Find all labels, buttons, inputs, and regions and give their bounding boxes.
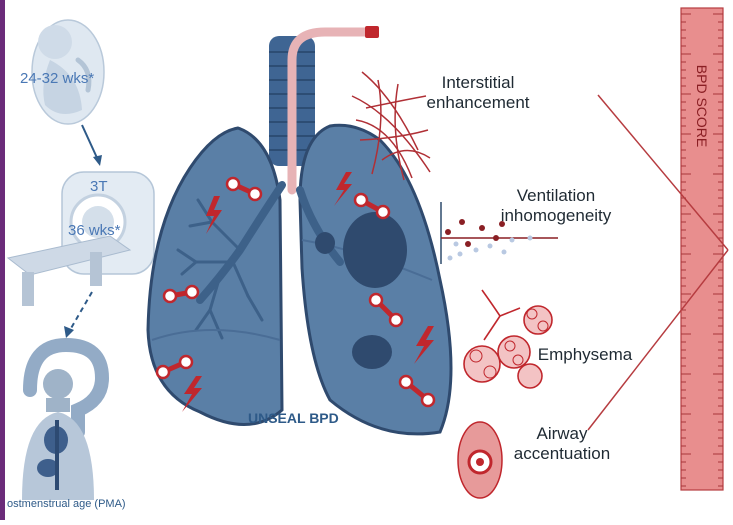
lung-icon <box>148 26 451 434</box>
dashed-arrow-head <box>64 326 74 338</box>
feature-ventilation-line2: inhomogeneity <box>496 206 616 226</box>
unseal-bpd-title: UNSEAL BPD <box>248 410 339 426</box>
feature-airway-label: Airway accentuation <box>512 424 612 464</box>
airway-accentuation-icon <box>458 422 502 498</box>
gestation-age-label: 24-32 wks* <box>20 70 94 87</box>
feature-interstitial-label: Interstitial enhancement <box>418 73 538 113</box>
ruler-label: BPD SCORE <box>694 56 710 156</box>
frame-border <box>0 0 5 520</box>
feature-airway-line1: Airway <box>512 424 612 444</box>
feature-airway-line2: accentuation <box>512 444 612 464</box>
arrow-head-mri <box>93 155 102 166</box>
emphysema-icon <box>464 290 552 388</box>
mri-scanner-icon <box>8 172 154 306</box>
pma-footnote: ostmenstrual age (PMA) <box>7 498 126 510</box>
dashed-arrow <box>70 292 92 330</box>
feature-emphysema-label: Emphysema <box>530 345 640 365</box>
feature-interstitial-line2: enhancement <box>418 93 538 113</box>
scan-age-label: 36 wks* <box>68 222 121 239</box>
arrow-to-mri <box>82 125 98 160</box>
feature-ventilation-label: Ventilation inhomogeneity <box>496 186 616 226</box>
scanner-field-label: 3T <box>90 178 108 195</box>
feature-interstitial-line1: Interstitial <box>418 73 538 93</box>
feature-ventilation-line1: Ventilation <box>496 186 616 206</box>
feature-emphysema-line1: Emphysema <box>530 345 640 365</box>
